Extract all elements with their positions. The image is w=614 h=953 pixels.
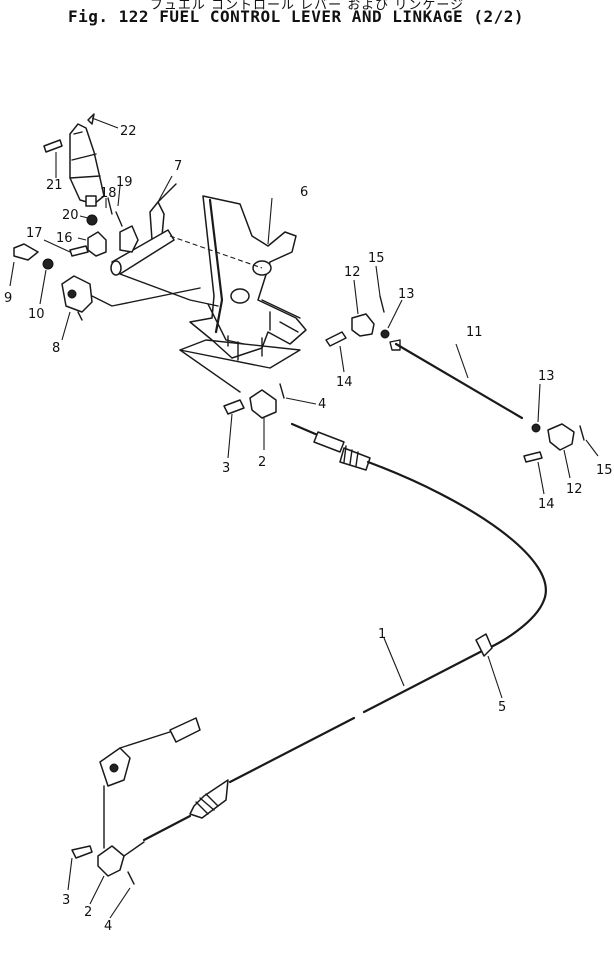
callout-4b: 4	[104, 919, 112, 934]
callout-3a: 3	[222, 461, 230, 476]
pin-19	[115, 211, 123, 227]
clevis-12-bottom	[547, 423, 575, 451]
nut-13-top	[380, 329, 390, 339]
cotter-15-bottom	[579, 425, 585, 441]
bracket-return-line	[179, 349, 241, 393]
pin-14-top	[325, 331, 347, 347]
nut-13-bottom	[531, 423, 541, 433]
callout-13a: 13	[398, 287, 415, 302]
cylinder-assembly	[69, 113, 139, 257]
callout-15a: 15	[368, 251, 385, 266]
clevis-2-top	[249, 389, 277, 419]
callout-15b: 15	[596, 463, 613, 478]
callout-22: 22	[120, 124, 137, 139]
cotter-4-top	[279, 383, 285, 399]
pin-3-bottom	[71, 845, 93, 859]
callout-12b: 12	[566, 482, 583, 497]
callout-13b: 13	[538, 369, 555, 384]
callout-18: 18	[100, 186, 117, 201]
callout-1: 1	[378, 627, 386, 642]
callout-10: 10	[28, 307, 45, 322]
callout-16: 16	[56, 231, 73, 246]
clevis-2-bottom	[97, 845, 125, 877]
callout-12a: 12	[344, 265, 361, 280]
pin-14-bottom	[523, 451, 543, 463]
callout-11: 11	[466, 325, 483, 340]
callout-5: 5	[498, 700, 506, 715]
callout-14a: 14	[336, 375, 353, 390]
lever-arm	[149, 183, 177, 241]
cotter-15-top	[379, 295, 385, 313]
callout-8: 8	[52, 341, 60, 356]
clevis-12-top	[351, 313, 375, 337]
clamp-8	[61, 275, 93, 321]
washer-10	[42, 258, 54, 270]
japanese-title: フュエル コントロール レバー および リンケージ	[149, 0, 465, 13]
pin-3-top	[223, 399, 245, 415]
bolt-9	[13, 243, 39, 261]
callout-21: 21	[46, 178, 63, 193]
callout-2b: 2	[84, 905, 92, 920]
callout-labels: 22 21 18 19 20 17 16 7 6 9 10 8 12 15 13…	[4, 124, 613, 934]
figure-title: Fig. 122 FUEL CONTROL LEVER AND LINKAGE …	[68, 7, 524, 26]
callout-4a: 4	[318, 397, 326, 412]
lower-lever	[99, 717, 201, 849]
callout-6: 6	[300, 185, 308, 200]
cotter-4-bottom	[127, 871, 135, 885]
callout-2a: 2	[258, 455, 266, 470]
nut-20	[86, 214, 98, 226]
lever-bracket	[189, 195, 307, 361]
pin-18	[107, 197, 113, 215]
pin-21	[43, 139, 63, 153]
callout-3b: 3	[62, 893, 70, 908]
bracket-base-outline	[179, 339, 301, 369]
callout-9: 9	[4, 291, 12, 306]
bolt-17	[69, 245, 89, 257]
callout-19: 19	[116, 175, 133, 190]
clip-5	[475, 633, 493, 657]
callout-17: 17	[26, 226, 43, 241]
cable-end-lower	[123, 841, 145, 857]
leader-lines	[9, 117, 599, 919]
cross-shaft	[110, 229, 263, 307]
callout-14b: 14	[538, 497, 555, 512]
rod-11	[389, 339, 524, 420]
callout-20: 20	[62, 208, 79, 223]
callout-7: 7	[174, 159, 182, 174]
control-cable	[142, 422, 547, 842]
clamp-link-line	[91, 287, 201, 307]
